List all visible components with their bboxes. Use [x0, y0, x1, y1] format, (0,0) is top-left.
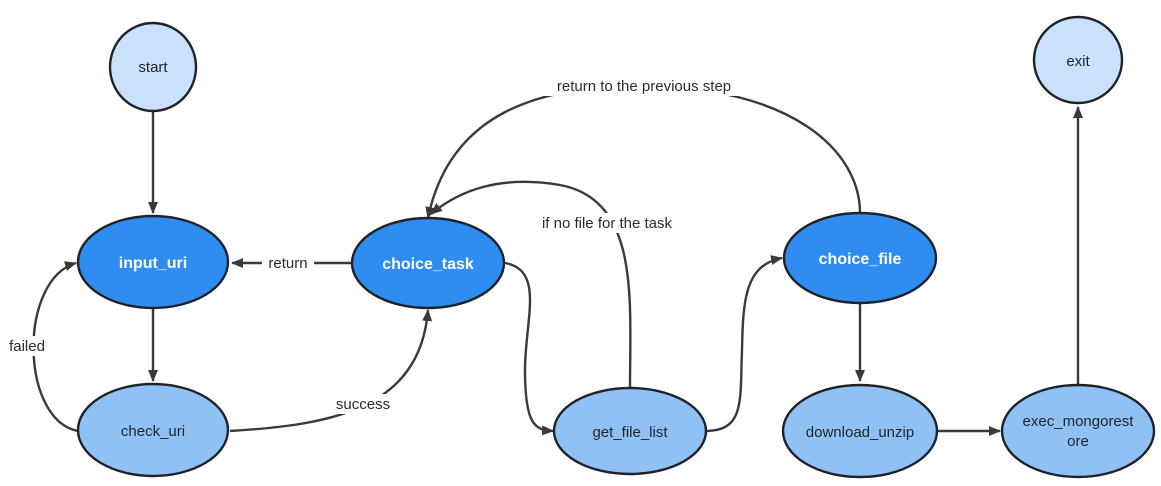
- node-get-file-list-label: get_file_list: [592, 424, 668, 441]
- edge-check-uri-success-to-choice-task: [229, 309, 433, 433]
- node-exec-mongorestore-label-line1: exec_mongorest: [1023, 413, 1135, 430]
- no-file-label-bg: [528, 213, 688, 233]
- node-download-unzip: download_unzip: [781, 383, 939, 479]
- edge-get-file-list-to-choice-file: [706, 255, 783, 433]
- node-choice-task: choice_task: [350, 216, 506, 310]
- previous-step-label: return to the previous step: [557, 78, 731, 95]
- node-choice-file-label: choice_file: [819, 251, 902, 268]
- node-exit-label: exit: [1066, 53, 1090, 70]
- edge-choice-file-previous-step-to-choice-task: [425, 84, 862, 219]
- edge-choice-task-to-get-file-list: [504, 261, 554, 436]
- node-choice-file: choice_file: [782, 211, 938, 305]
- node-download-unzip-label: download_unzip: [806, 424, 914, 441]
- return-label-bg: [262, 253, 314, 273]
- node-check-uri-label: check_uri: [121, 423, 185, 440]
- node-exit: exit: [1032, 15, 1124, 105]
- edge-get-file-list-no-file-to-choice-task: [430, 180, 632, 389]
- edge-labels: return failed success if no file for the…: [4, 76, 750, 414]
- failed-label-bg: [4, 336, 50, 356]
- node-exec-mongorestore-label-line2: ore: [1067, 433, 1089, 450]
- node-exec-mongorestore: exec_mongorest ore: [1000, 383, 1156, 479]
- node-get-file-list: get_file_list: [552, 386, 708, 476]
- previous-step-label-bg: [540, 76, 750, 96]
- failed-label: failed: [9, 338, 45, 355]
- success-label-bg: [330, 394, 396, 414]
- node-choice-task-label: choice_task: [382, 256, 474, 273]
- success-label: success: [336, 396, 390, 413]
- node-input-uri-label: input_uri: [119, 255, 187, 272]
- node-check-uri: check_uri: [76, 382, 230, 478]
- no-file-label: if no file for the task: [542, 215, 673, 232]
- return-label: return: [268, 255, 307, 272]
- node-start: start: [108, 21, 198, 113]
- node-input-uri: input_uri: [76, 214, 230, 310]
- node-start-label: start: [138, 59, 168, 76]
